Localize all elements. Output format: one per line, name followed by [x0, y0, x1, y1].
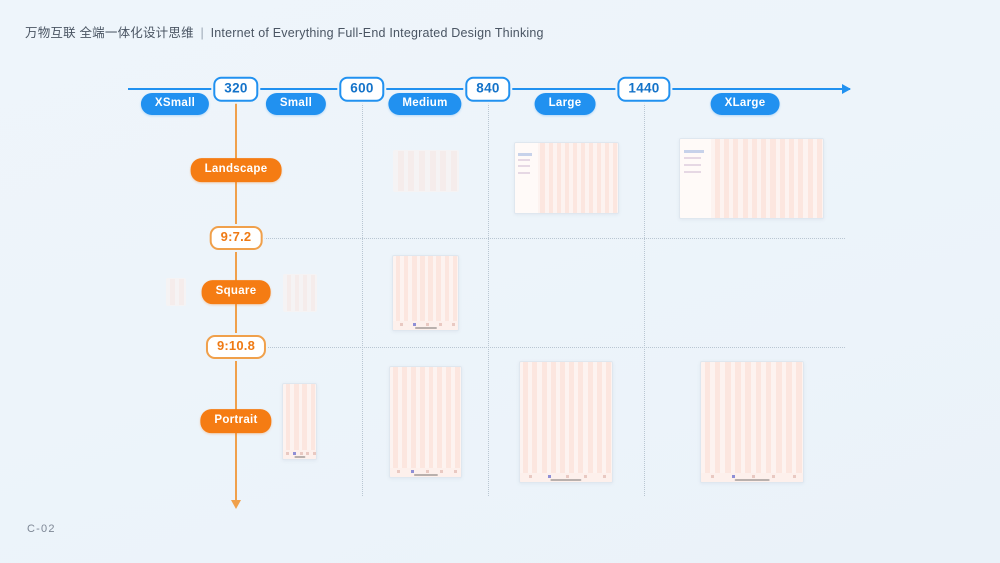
layout-columns	[283, 384, 316, 459]
page-code: C-02	[27, 523, 56, 535]
home-indicator	[293, 456, 306, 458]
device-mockup-portrait-large[interactable]	[519, 361, 613, 483]
device-mockup-square-small[interactable]	[283, 274, 317, 312]
grid-hline-0	[247, 238, 845, 239]
layout-columns	[680, 139, 823, 218]
size-class-pill-small[interactable]: Small	[265, 93, 327, 115]
home-indicator	[734, 479, 770, 481]
bottom-tab-bar[interactable]	[701, 473, 803, 482]
bottom-tab-bar[interactable]	[390, 468, 461, 477]
size-class-pill-large[interactable]: Large	[534, 93, 596, 115]
home-indicator	[413, 474, 438, 476]
bottom-tab-bar[interactable]	[520, 473, 612, 482]
device-mockup-square-medium[interactable]	[392, 255, 459, 331]
ratio-chip-9-7-2[interactable]: 9:7.2	[209, 226, 263, 250]
layout-columns	[390, 367, 461, 477]
grid-vline-2	[644, 100, 645, 496]
layout-columns	[167, 279, 185, 305]
device-mockup-square-xsmall[interactable]	[166, 278, 186, 306]
home-indicator	[414, 327, 437, 329]
title-separator: |	[200, 26, 204, 40]
grid-hline-1	[247, 347, 845, 348]
device-mockup-portrait-small[interactable]	[282, 383, 317, 460]
device-mockup-portrait-xlarge[interactable]	[700, 361, 804, 483]
size-class-pill-xsmall[interactable]: XSmall	[140, 93, 210, 115]
home-indicator	[550, 479, 582, 481]
breakpoint-chip-1440[interactable]: 1440	[617, 76, 671, 102]
grid-vline-1	[488, 100, 489, 496]
layout-columns	[393, 256, 458, 330]
layout-columns	[394, 151, 458, 191]
sidebar-rail	[515, 143, 538, 213]
grid-vline-0	[362, 100, 363, 496]
orientation-pill-portrait[interactable]: Portrait	[200, 409, 272, 433]
page-title-en: Internet of Everything Full-End Integrat…	[210, 26, 544, 40]
orientation-pill-landscape[interactable]: Landscape	[190, 158, 282, 182]
orientation-pill-square[interactable]: Square	[201, 280, 271, 304]
size-class-pill-medium[interactable]: Medium	[388, 93, 462, 115]
size-class-pill-xlarge[interactable]: XLarge	[710, 93, 780, 115]
device-mockup-landscape-large[interactable]	[514, 142, 619, 214]
breakpoint-chip-840[interactable]: 840	[465, 76, 511, 102]
bottom-tab-bar[interactable]	[283, 450, 316, 459]
breakpoint-chip-320[interactable]: 320	[213, 76, 259, 102]
layout-columns	[284, 275, 316, 311]
breakpoint-chip-600[interactable]: 600	[339, 76, 385, 102]
sidebar-rail	[680, 139, 712, 218]
device-mockup-landscape-small[interactable]	[393, 150, 459, 192]
device-mockup-portrait-medium[interactable]	[389, 366, 462, 478]
page-title-cn: 万物互联 全端一体化设计思维	[25, 26, 194, 40]
layout-columns	[701, 362, 803, 482]
bottom-tab-bar[interactable]	[393, 321, 458, 330]
layout-columns	[520, 362, 612, 482]
layout-columns	[515, 143, 618, 213]
page-title: 万物互联 全端一体化设计思维 | Internet of Everything …	[25, 22, 544, 41]
ratio-chip-9-10-8[interactable]: 9:10.8	[205, 335, 267, 359]
device-mockup-landscape-xlarge[interactable]	[679, 138, 824, 219]
